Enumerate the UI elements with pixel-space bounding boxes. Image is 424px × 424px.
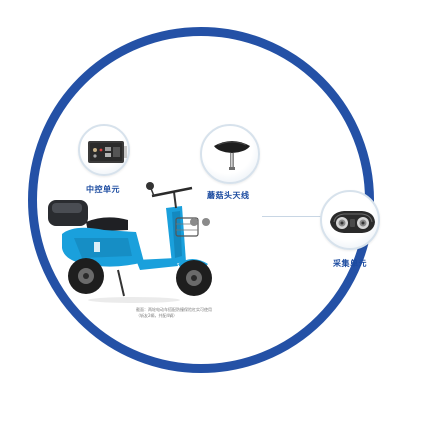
antenna-connector-line [262,216,322,217]
antenna-label: 蘑菇头天线 [207,191,250,200]
antenna-badge [200,124,260,184]
electric-scooter-illustration [48,182,212,303]
mushroom-antenna-icon [214,141,250,170]
collector-badge [320,190,380,250]
control-unit-badge [78,124,130,176]
control-unit-icon [88,141,127,163]
collector-label: 采集单元 [333,259,367,268]
control-unit-label: 中控单元 [86,185,120,194]
caption-note: 截面：两轮电动车搭配防撞保险杠实可使用 （斩友2辆，共配4辆） [136,307,212,319]
caption-line-1: 截面：两轮电动车搭配防撞保险杠实可使用 [136,307,212,312]
caption-line-2: （斩友2辆，共配4辆） [136,313,178,318]
outer-ring [28,27,374,373]
camera-collector-icon [330,211,375,233]
